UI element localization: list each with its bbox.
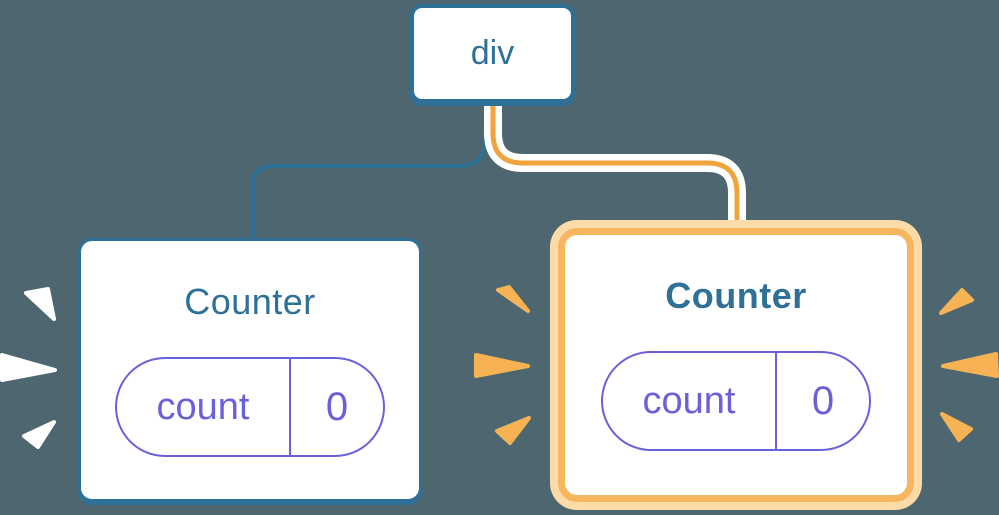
- white-sparks: [0, 287, 57, 449]
- component-name: Counter: [665, 275, 807, 316]
- spark-icon: [0, 353, 57, 382]
- counter-card-left: Counter count 0: [78, 238, 422, 502]
- state-key: count: [156, 385, 250, 428]
- state-pill: count 0: [601, 351, 871, 451]
- tree-node-div: div: [410, 4, 575, 103]
- state-value: 0: [289, 359, 383, 455]
- spark-icon: [474, 353, 530, 378]
- spark-icon: [941, 352, 999, 378]
- spark-icon: [495, 416, 531, 445]
- spark-icon: [939, 288, 974, 315]
- state-key: count: [642, 379, 736, 422]
- counter-card-right-highlighted: Counter count 0: [565, 235, 907, 495]
- orange-sparks-right: [939, 288, 999, 442]
- spark-icon: [496, 285, 530, 313]
- state-pill: count 0: [115, 357, 385, 457]
- spark-icon: [22, 420, 56, 449]
- component-name: Counter: [184, 281, 316, 322]
- edge-div-to-left-counter: [251, 100, 488, 241]
- tree-node-div-label: div: [470, 34, 515, 72]
- state-value: 0: [775, 353, 869, 449]
- orange-sparks-left: [474, 285, 531, 445]
- spark-icon: [24, 287, 56, 321]
- spark-icon: [940, 412, 973, 442]
- edge-div-to-right-counter: [490, 98, 740, 229]
